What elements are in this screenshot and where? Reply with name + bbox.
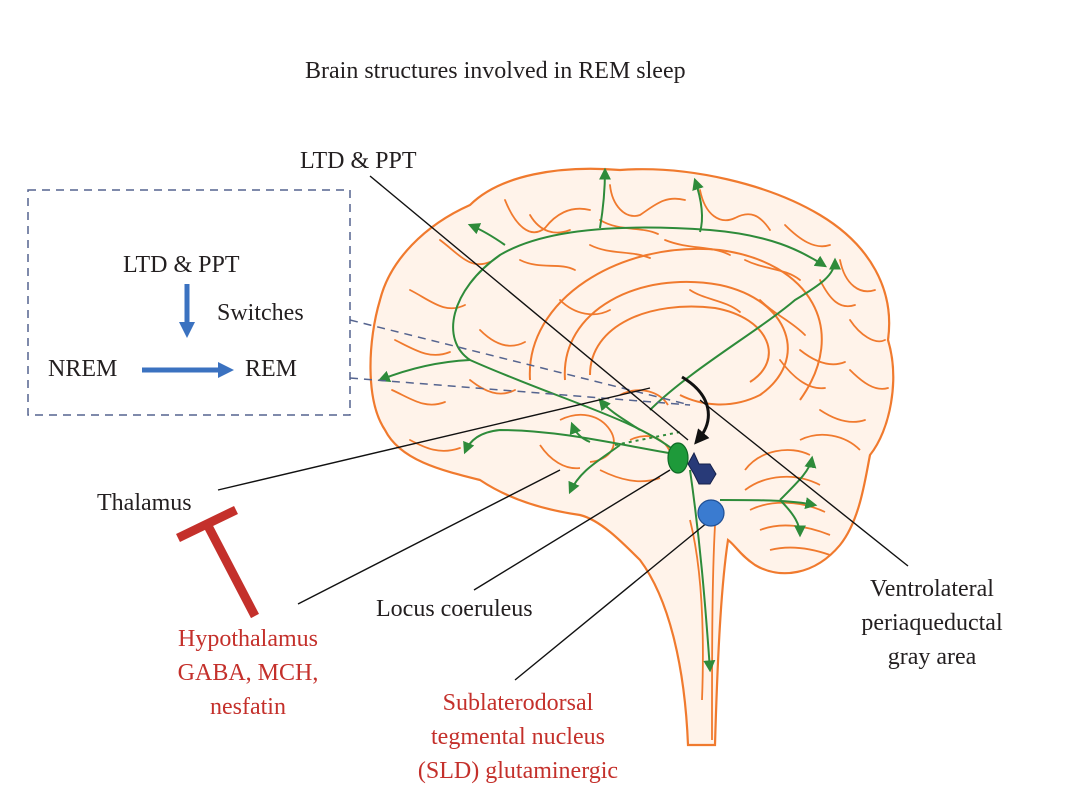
inset-dashed-box [27, 189, 351, 416]
leader-lines [217, 175, 909, 681]
locus-coeruleus-node [667, 442, 689, 474]
inset-nrem-label: NREM [48, 356, 118, 382]
vlpag-label: Ventrolateral periaqueductal gray area [861, 576, 1003, 670]
ltd-ppt-label: LTD & PPT [300, 148, 417, 174]
t-bar-inhibit-icon [176, 505, 259, 619]
inset-connector-top [349, 319, 691, 406]
hypothalamus-label: Hypothalamus GABA, MCH, nesfatin [177, 626, 319, 720]
cerebellum [689, 433, 861, 741]
diagram-title: Brain structures involved in REM sleep [305, 58, 686, 84]
inset-connector-bottom [349, 377, 691, 406]
thalamus-label: Thalamus [97, 490, 192, 516]
inset-switches-label: Switches [217, 300, 304, 326]
curved-arrow-icon [681, 375, 710, 445]
pathway-arrows [377, 167, 841, 673]
inset-ltd-ppt-label: LTD & PPT [123, 252, 240, 278]
locus-coeruleus-label: Locus coeruleus [376, 596, 533, 622]
corpus-callosum [528, 247, 823, 406]
sld-node [697, 499, 725, 527]
vlpag-node [687, 451, 717, 485]
brain-outline [369, 167, 895, 747]
sld-label: Sublaterodorsal tegmental nucleus (SLD) … [417, 690, 619, 784]
inset-rem-label: REM [245, 356, 298, 382]
